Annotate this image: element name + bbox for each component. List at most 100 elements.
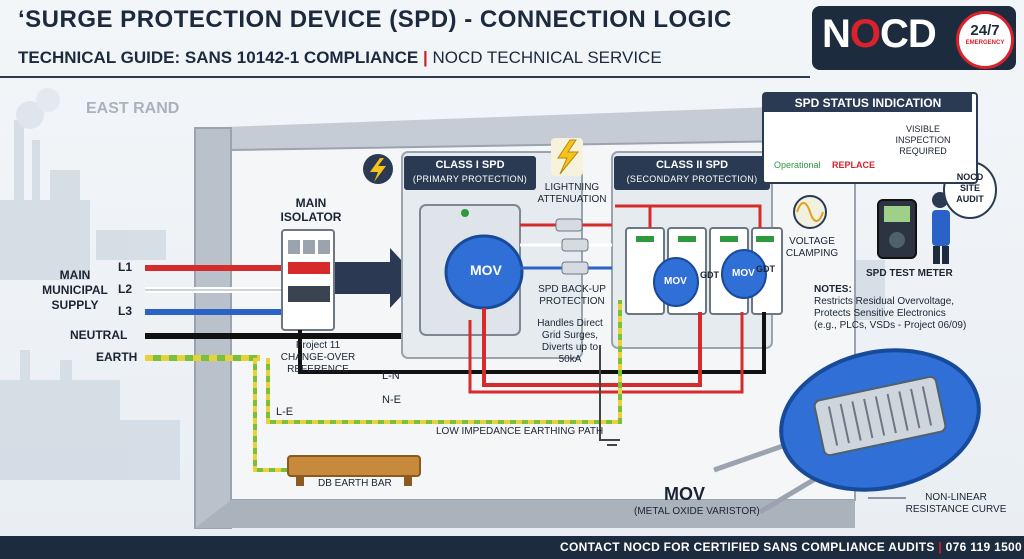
site-audit-bubble: NOCD SITE AUDIT [950,172,990,205]
status-visible-inspection: VISIBLE INSPECTION REQUIRED [880,124,966,157]
class1-title: CLASS I SPD [435,159,505,171]
notes-line: (e.g., PLCs, VSDs - Project 06/09) [814,320,967,331]
voltage-clamping-line: VOLTAGE [789,236,835,247]
resistance-curve-label: NON-LINEAR RESISTANCE CURVE [900,492,1012,516]
lightning-attenuation-line: ATTENUATION [537,194,607,205]
lightning-attenuation-line: LIGHTNING [544,182,600,193]
mov-detail-title: MOV [664,484,706,504]
spd-status-title: SPD STATUS INDICATION [764,94,972,112]
page-subtitle: TECHNICAL GUIDE: SANS 10142-1 COMPLIANCE… [18,48,662,68]
class1-note-line: Grid Surges, [541,330,599,341]
connection-le-label: L-E [276,406,294,418]
badge-sub-text: EMERGENCY [965,40,1005,46]
notes-block: NOTES: Restricts Residual Overvoltage, P… [814,284,966,332]
status-operational-label: Operational [774,160,821,170]
lightning-icon [363,154,393,184]
lightning-icon [551,138,583,176]
class1-note-line: Diverts up to [541,342,599,353]
supply-title-line: MUNICIPAL [42,283,108,297]
main-isolator-icon [281,229,335,331]
subtitle-guide: TECHNICAL GUIDE: SANS 10142-1 COMPLIANCE [18,48,419,67]
footer-bar [0,536,1024,559]
supply-title-line: SUPPLY [51,298,99,312]
badge-main-text: 24/7 [970,22,1000,39]
page-title: ‘SURGE PROTECTION DEVICE (SPD) - CONNECT… [18,6,732,33]
footer-message: CONTACT NOCD FOR CERTIFIED SANS COMPLIAN… [560,540,935,554]
class1-note-line: Handles Direct [537,318,603,329]
connection-ne-label: N-E [382,394,401,406]
class2-subtitle: (SECONDARY PROTECTION) [626,174,758,184]
backup-protection-label: SPD BACK-UP PROTECTION [532,284,612,308]
class2-mov-disc-icon [653,257,699,307]
class1-note: Handles Direct Grid Surges, Diverts up t… [530,318,610,366]
status-visible-line: INSPECTION [895,135,951,145]
voltage-waveform-icon [793,195,827,229]
test-meter-label: SPD TEST METER [866,268,953,279]
supply-line-label: L3 [118,304,133,318]
isolator-title-line: ISOLATOR [280,210,342,224]
emergency-badge-icon [956,11,1014,69]
flow-arrow-icon [335,248,418,308]
site-audit-line: NOCD [956,172,984,182]
logo-letters-cd: CD [880,12,937,56]
class1-mov-label: MOV [470,262,502,278]
isolator-reference-line: Project 11 [295,340,341,351]
class2-gdt-label: GDT [756,264,775,274]
supply-line-label: L1 [118,260,133,274]
earthing-path-label: LOW IMPEDANCE EARTHING PATH [436,426,604,437]
isolator-title: MAIN ISOLATOR [276,196,346,224]
supply-line-label: L2 [118,282,133,296]
backup-protection-line: PROTECTION [539,296,605,307]
supply-line-label: NEUTRAL [70,328,128,342]
footer-phone: 076 119 1500 [945,540,1023,554]
subtitle-separator: | [422,48,428,67]
lightning-attenuation-label: LIGHTNING ATTENUATION [532,182,612,206]
site-audit-line: AUDIT [956,194,984,204]
class1-note-line: 50kA [558,354,582,365]
isolator-title-line: MAIN [295,196,327,210]
voltage-clamping-label: VOLTAGE CLAMPING [784,236,840,260]
logo-wordmark: NOCD [822,12,937,57]
isolator-reference-line: CHANGE-OVER [280,352,356,363]
mov-detail-subtitle: (METAL OXIDE VARISTOR) [634,506,760,517]
industrial-background-icon [0,120,885,480]
footer-separator: | [938,540,943,554]
class2-header: CLASS II SPD (SECONDARY PROTECTION) [614,156,770,190]
isolator-reference: Project 11 CHANGE-OVER REFERENCE [268,340,368,376]
class2-mov-label: MOV [664,276,687,287]
class2-mov-disc-icon [721,249,767,299]
backup-protection-line: SPD BACK-UP [538,284,606,295]
backup-fuse-icon [520,218,612,275]
status-visible-line: VISIBLE [905,124,941,134]
supply-line-label: EARTH [96,350,138,364]
notes-heading: NOTES: [814,284,852,295]
isolator-reference-line: REFERENCE [287,364,349,375]
earth-bar-icon [287,455,421,477]
test-meter-icon [877,199,917,259]
earth-bar-label: DB EARTH BAR [318,478,392,489]
connection-ln-label: L-N [382,370,400,382]
logo-letter-n: N [822,12,851,56]
voltage-clamping-line: CLAMPING [785,248,839,259]
site-audit-line: SITE [959,183,980,193]
header-divider [0,76,810,78]
footer-contact: CONTACT NOCD FOR CERTIFIED SANS COMPLIAN… [560,540,1022,554]
resistance-curve-line: NON-LINEAR [925,492,987,503]
status-replace-label: REPLACE [832,160,876,170]
class1-subtitle: (PRIMARY PROTECTION) [412,174,528,184]
resistance-curve-line: RESISTANCE CURVE [905,504,1007,515]
notes-line: Protects Sensitive Electronics [814,308,946,319]
supply-title-line: MAIN [59,268,91,282]
class2-title: CLASS II SPD [655,159,729,171]
supply-title: MAIN MUNICIPAL SUPPLY [40,268,110,313]
notes-line: Restricts Residual Overvoltage, [814,296,955,307]
mov-detail-icon [713,348,981,515]
subtitle-service: NOCD TECHNICAL SERVICE [432,48,662,67]
status-visible-line: REQUIRED [899,146,947,156]
class2-gdt-label: GDT [700,270,719,280]
location-label: EAST RAND [86,100,180,117]
logo-letter-o: O [849,12,881,56]
class1-header: CLASS I SPD (PRIMARY PROTECTION) [404,156,536,190]
